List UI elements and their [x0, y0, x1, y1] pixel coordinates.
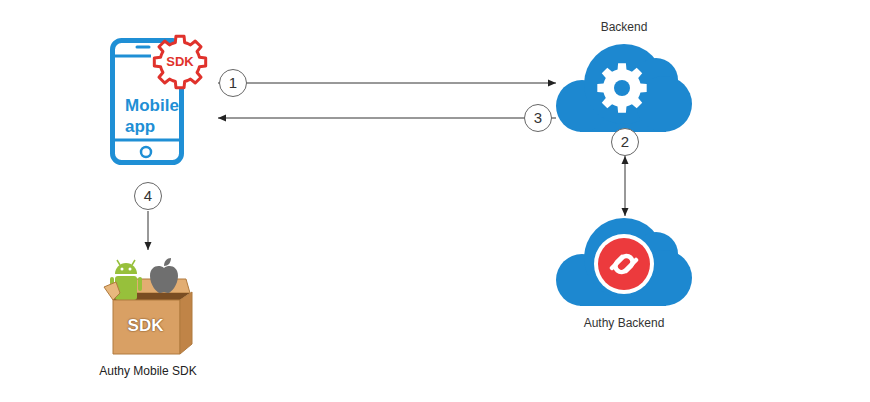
- node-label: SDK: [152, 54, 208, 70]
- mobile-app-node: Mobile app SDK: [105, 30, 218, 165]
- cloud-outline: [556, 216, 692, 308]
- connector-line: [218, 83, 556, 84]
- cloud-shape: [556, 218, 692, 306]
- connector: [145, 211, 152, 250]
- callout-number: 3: [524, 104, 552, 132]
- cloud-outline: [556, 42, 692, 134]
- box-label: SDK: [113, 316, 178, 336]
- cloud-shape: [556, 44, 692, 132]
- box-interior: [113, 293, 190, 300]
- arrow-head: [622, 208, 629, 216]
- apple-logo: [150, 258, 178, 293]
- arrow-head: [145, 242, 152, 250]
- android-body: [115, 276, 137, 300]
- android-arm: [138, 277, 142, 291]
- node-label: Mobile app: [125, 95, 183, 137]
- callout-number: 4: [134, 182, 162, 210]
- box-front: [113, 300, 180, 354]
- android-antenna: [117, 260, 120, 265]
- connector-line: [218, 118, 556, 119]
- apple-body: [150, 266, 178, 293]
- android-head: [115, 263, 137, 274]
- android-eye: [129, 268, 132, 271]
- connector: [622, 156, 629, 216]
- callout-number: 2: [611, 128, 639, 156]
- box-side: [180, 292, 192, 354]
- authy-backend-cloud: Authy Backend: [556, 216, 692, 332]
- node-caption: Authy Mobile SDK: [80, 364, 216, 379]
- connector-line: [625, 156, 626, 216]
- android-eye: [121, 268, 124, 271]
- backend-cloud: Backend: [556, 18, 692, 134]
- connector: [218, 115, 556, 122]
- node-title: Authy Backend: [556, 316, 692, 331]
- connector: [218, 80, 556, 87]
- android-arm: [110, 277, 114, 291]
- cloud-part: [636, 250, 692, 306]
- connector-line: [148, 211, 149, 250]
- cloud-part: [636, 76, 692, 132]
- apple-leaf: [164, 258, 171, 266]
- callout-number: 1: [219, 69, 247, 97]
- node-title: Backend: [556, 20, 692, 35]
- box-back-flap: [120, 279, 190, 293]
- android-logo: [110, 260, 142, 300]
- sdk-gear-node: SDK: [152, 34, 208, 90]
- box-flap: [104, 282, 120, 300]
- arrow-head: [622, 156, 629, 164]
- sdk-package-node: SDKAuthy Mobile SDK: [90, 250, 206, 380]
- android-antenna: [132, 260, 135, 265]
- arrow-head: [218, 115, 226, 122]
- arrow-head: [548, 80, 556, 87]
